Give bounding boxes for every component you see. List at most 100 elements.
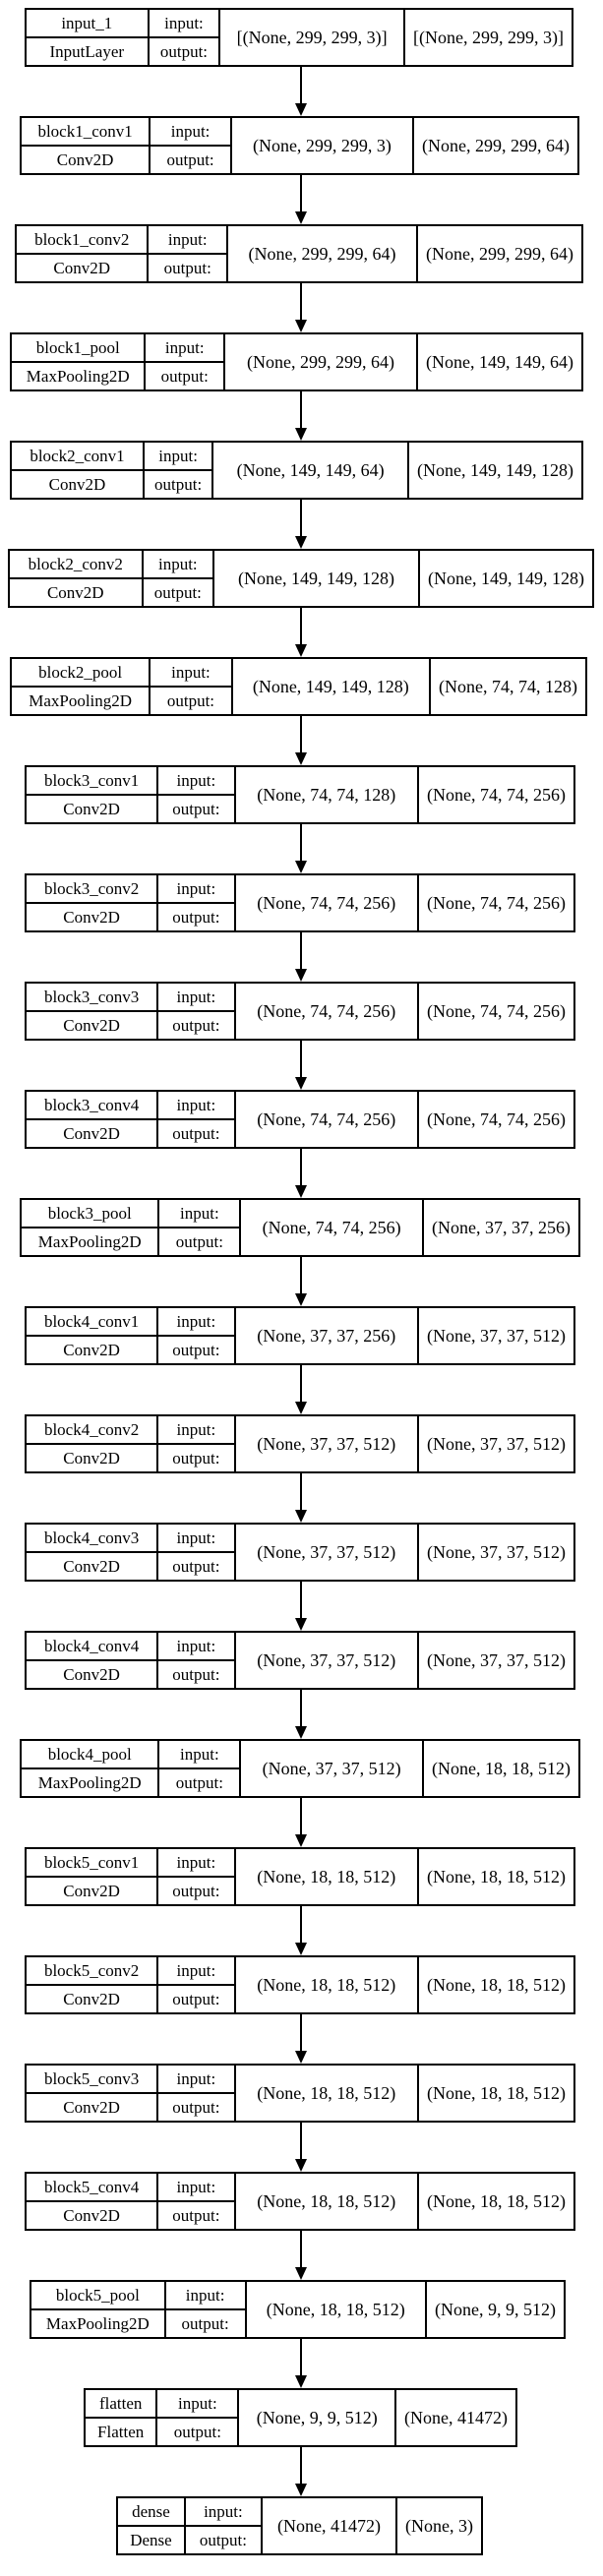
layer-name: block3_conv4 (27, 1092, 157, 1120)
output-label: output: (159, 41, 209, 61)
layer-name: block1_conv2 (17, 226, 148, 255)
layer-name: block3_conv2 (27, 875, 157, 904)
output-shape: (None, 41472) (404, 2407, 509, 2427)
layer-name: block4_conv1 (27, 1308, 157, 1337)
output-shape: (None, 18, 18, 512) (427, 1974, 566, 1995)
output-shape: [(None, 299, 299, 3)] (413, 27, 564, 47)
output-shape: (None, 3) (405, 2515, 473, 2536)
input-label: input: (149, 10, 219, 38)
input-shape: (None, 299, 299, 3) (232, 118, 415, 173)
input-shape: (None, 149, 149, 128) (233, 659, 432, 714)
input-label: input: (159, 1200, 240, 1228)
arrowhead-icon (295, 1077, 307, 1090)
arrowhead-icon (295, 1618, 307, 1631)
layer-type: MaxPooling2D (29, 690, 133, 710)
input-shape: (None, 299, 299, 64) (228, 226, 419, 281)
output-shape: (None, 149, 149, 64) (426, 351, 573, 372)
output-shape: (None, 37, 37, 512) (427, 1541, 566, 1562)
arrowhead-icon (295, 644, 307, 657)
output-shape: (None, 37, 37, 256) (432, 1217, 571, 1237)
arrowhead-icon (295, 969, 307, 982)
input-shape: (None, 18, 18, 512) (236, 2174, 420, 2229)
layer-type: Conv2D (56, 150, 114, 169)
input-label: input: (158, 1849, 234, 1878)
output-shape: (None, 18, 18, 512) (427, 2082, 566, 2103)
layer-name: block2_conv2 (10, 551, 142, 579)
io-label-column: input:output: (157, 2390, 240, 2445)
output-shape: (None, 37, 37, 512) (427, 1649, 566, 1670)
layer-name: block3_conv1 (27, 767, 157, 796)
input-shape: (None, 37, 37, 512) (241, 1741, 424, 1796)
input-shape: (None, 74, 74, 256) (236, 984, 420, 1039)
input-label: input: (158, 1416, 234, 1445)
output-label: output: (166, 690, 215, 710)
output-label: output: (173, 2422, 221, 2441)
input-label: input: (158, 875, 234, 904)
output-shape: (None, 74, 74, 256) (427, 892, 566, 913)
input-label: input: (158, 1092, 234, 1120)
input-shape: (None, 74, 74, 256) (236, 1092, 420, 1147)
io-label-column: input:output: (185, 2498, 263, 2553)
output-label: output: (172, 799, 220, 818)
output-label: output: (181, 2313, 229, 2333)
io-label-column: input:output: (158, 984, 236, 1039)
layer-type: Conv2D (63, 2097, 120, 2117)
output-label: output: (160, 366, 209, 386)
output-label: output: (172, 1881, 220, 1900)
layer-name: block4_pool (22, 1741, 158, 1769)
layer-name: block5_pool (31, 2282, 164, 2310)
input-label: input: (165, 2282, 245, 2310)
arrowhead-icon (295, 1185, 307, 1198)
output-label: output: (172, 1448, 220, 1468)
layer-name: block2_pool (12, 659, 150, 688)
arrowhead-icon (295, 1510, 307, 1523)
layer-type: Conv2D (63, 1015, 120, 1035)
layer-name: block5_conv2 (27, 1957, 157, 1986)
io-label-column: input:output: (159, 1741, 242, 1796)
layer-type: Conv2D (63, 1123, 120, 1143)
arrowhead-icon (295, 2051, 307, 2064)
input-shape: (None, 37, 37, 512) (236, 1416, 420, 1471)
io-label-column: input:output: (158, 1633, 236, 1688)
io-label-column: input:output: (159, 1200, 242, 1255)
layer-name: flatten (86, 2390, 156, 2419)
io-label-column: input: output: (158, 1416, 236, 1471)
layer-name: block3_pool (22, 1200, 158, 1228)
output-shape: (None, 74, 74, 256) (427, 1108, 566, 1129)
output-label: output: (153, 582, 202, 602)
io-label-column: input:output: (158, 2174, 236, 2229)
output-shape: (None, 299, 299, 64) (426, 243, 573, 264)
layer-name: block4_conv4 (27, 1633, 157, 1661)
output-shape: (None, 18, 18, 512) (427, 1866, 566, 1887)
layer-type: Conv2D (63, 799, 120, 818)
layer-name: block5_conv1 (27, 1849, 157, 1878)
input-label: input: (158, 1957, 234, 1986)
layer-type: Conv2D (53, 258, 111, 277)
output-label: output: (172, 1556, 220, 1576)
io-label-column: input: output: (149, 10, 221, 65)
layer-name: block1_conv1 (22, 118, 150, 147)
arrowhead-icon (295, 1402, 307, 1414)
input-shape: (None, 149, 149, 128) (214, 551, 420, 606)
input-shape: (None, 37, 37, 512) (236, 1525, 420, 1580)
layer-type: Conv2D (63, 1989, 120, 2008)
io-label-column: input:output: (158, 1525, 236, 1580)
